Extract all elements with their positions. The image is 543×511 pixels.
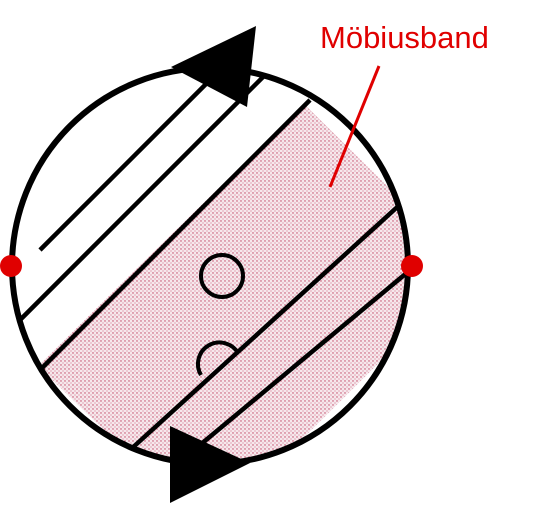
hole-circle-lower (195, 340, 240, 377)
red-dot-icon-left (0, 255, 22, 277)
red-dot-icon-right (401, 255, 423, 277)
triangle-right-icon (170, 426, 250, 503)
label-pointer-line (328, 65, 381, 188)
band-edge-upper (38, 98, 312, 372)
diagonal-line-5 (198, 264, 408, 447)
band-edge-lower (128, 198, 407, 452)
triangle-left-icon (171, 26, 256, 107)
moebius-band-strip (38, 104, 408, 464)
moebius-label: Möbiusband (320, 20, 489, 55)
diagonal-line-1 (38, 68, 232, 252)
hole-circle-upper (199, 253, 245, 299)
